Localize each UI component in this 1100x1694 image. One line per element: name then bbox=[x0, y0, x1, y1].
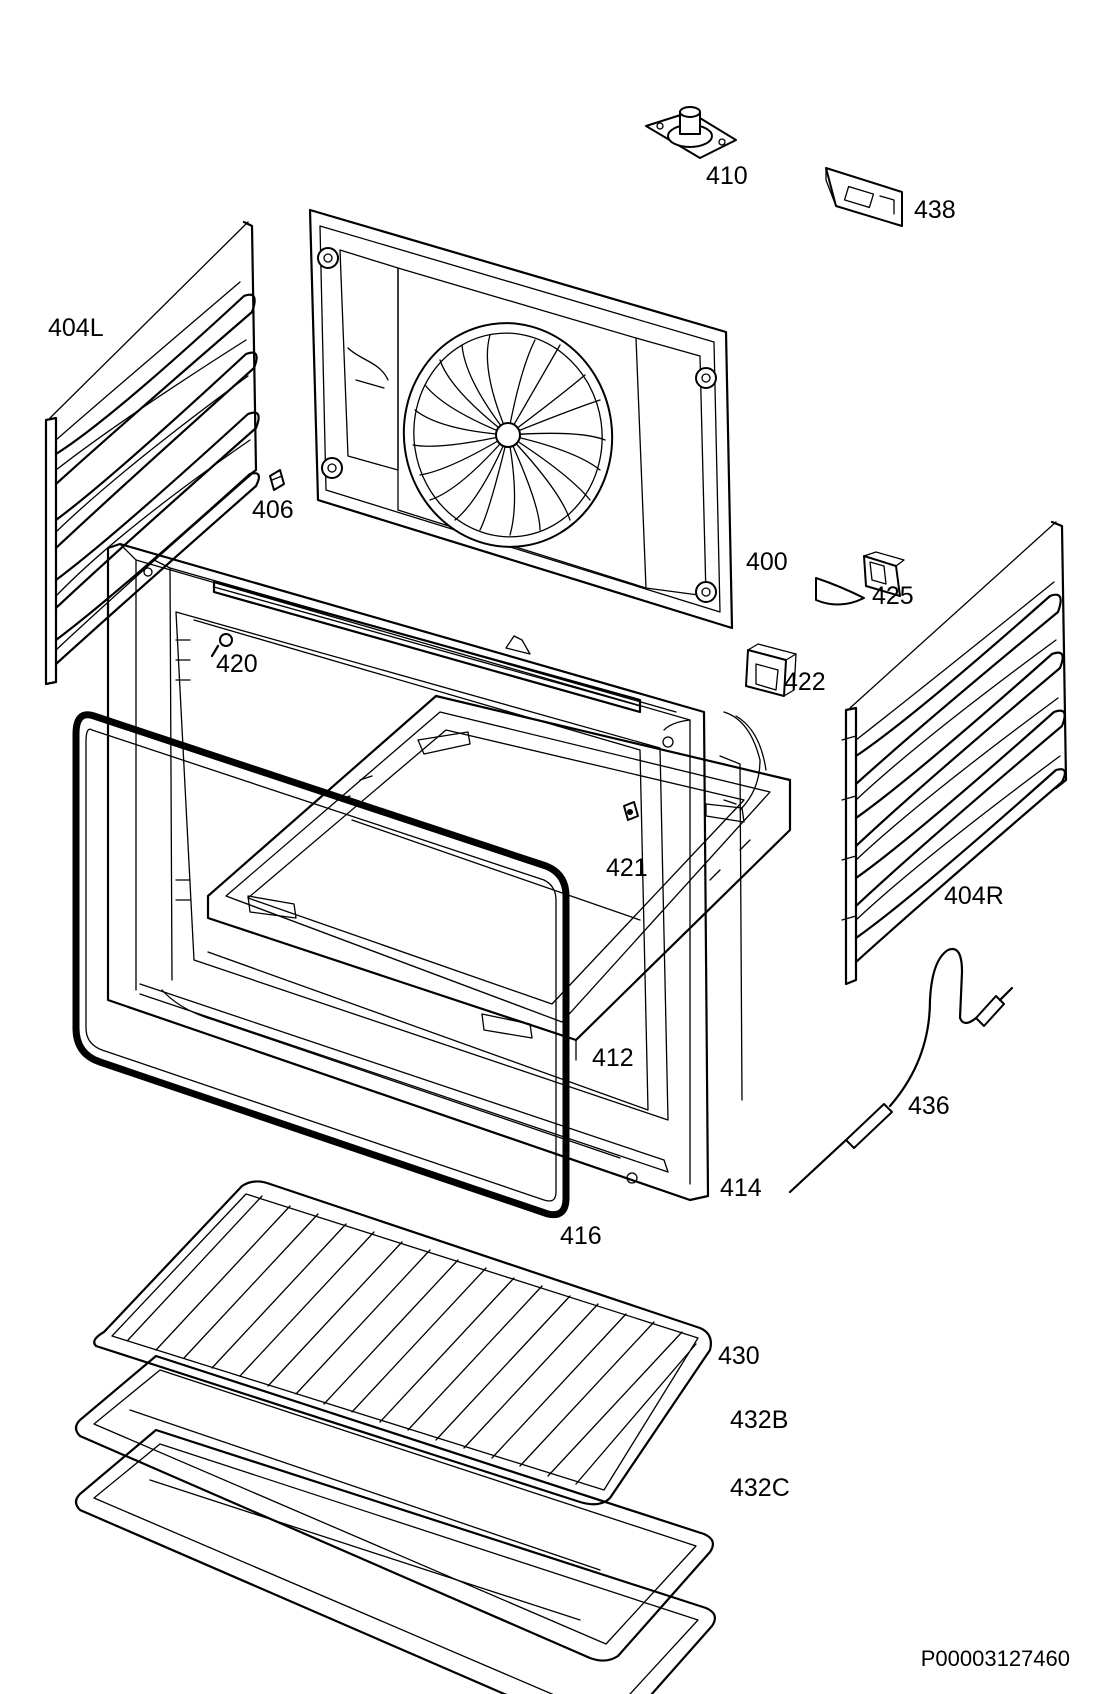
part-422-connector bbox=[723, 643, 797, 811]
label-421: 421 bbox=[606, 854, 648, 882]
label-400: 400 bbox=[746, 548, 788, 576]
label-422: 422 bbox=[784, 668, 826, 696]
part-404L-left-rail bbox=[44, 220, 260, 686]
label-432B: 432B bbox=[730, 1406, 789, 1434]
label-404L: 404L bbox=[48, 314, 104, 342]
label-425: 425 bbox=[872, 582, 914, 610]
part-400-rear-panel bbox=[308, 208, 734, 630]
part-432B-tray bbox=[74, 1354, 714, 1662]
label-432C: 432C bbox=[730, 1474, 790, 1502]
label-410: 410 bbox=[706, 162, 748, 190]
part-406-clip bbox=[269, 469, 285, 491]
part-412-shelf-frame bbox=[206, 694, 792, 1061]
part-416-door-seal bbox=[72, 711, 570, 1219]
label-420: 420 bbox=[216, 650, 258, 678]
diagram-reference-number: P00003127460 bbox=[920, 1646, 1070, 1671]
part-410-fan-motor bbox=[645, 106, 737, 159]
part-438-bracket bbox=[825, 167, 903, 227]
label-406: 406 bbox=[252, 496, 294, 524]
part-414-oven-cavity bbox=[106, 542, 743, 1202]
part-425-lamp-holder bbox=[815, 551, 905, 606]
label-414: 414 bbox=[720, 1174, 762, 1202]
label-416: 416 bbox=[560, 1222, 602, 1250]
part-432C-tray bbox=[74, 1428, 716, 1694]
label-412: 412 bbox=[592, 1044, 634, 1072]
label-438: 438 bbox=[914, 196, 956, 224]
part-421-fastener bbox=[623, 801, 639, 821]
label-430: 430 bbox=[718, 1342, 760, 1370]
part-420-screw bbox=[210, 633, 233, 658]
part-430-wire-shelf bbox=[93, 1180, 712, 1506]
label-404R: 404R bbox=[944, 882, 1004, 910]
part-436-probe bbox=[788, 947, 1014, 1194]
part-404R-right-rail bbox=[841, 520, 1068, 986]
label-436: 436 bbox=[908, 1092, 950, 1120]
